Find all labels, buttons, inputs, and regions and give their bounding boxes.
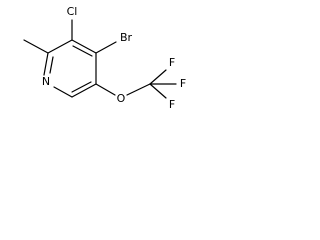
bond-c6-n1 (53, 86, 73, 98)
bond-c5-c6 (71, 83, 97, 98)
atom-f-top: F (169, 56, 175, 69)
bond-c3-c4 (71, 39, 97, 54)
atom-br: Br (120, 31, 133, 44)
bond-c5-c6-double (71, 81, 92, 93)
bond-c3-c4-double (72, 45, 93, 57)
atom-n: N (42, 75, 50, 88)
chemical-structure: Cl Br N O F F F (23, 5, 186, 111)
bond-c-f-bottom (149, 83, 167, 99)
bond-n1-c2-double (49, 56, 54, 74)
atom-f-bottom: F (169, 98, 175, 111)
bond-n1-c2 (43, 52, 49, 76)
bond-c4-br (95, 41, 117, 54)
atom-o: O (117, 92, 126, 105)
bond-c2-c3 (47, 39, 73, 54)
bond-c-f-top (149, 69, 167, 85)
atom-cl: Cl (67, 5, 78, 18)
bond-c5-o (95, 83, 116, 96)
bond-c2-methyl (23, 39, 49, 54)
bond-o-cf3 (126, 83, 151, 96)
atom-f-right: F (180, 77, 186, 90)
